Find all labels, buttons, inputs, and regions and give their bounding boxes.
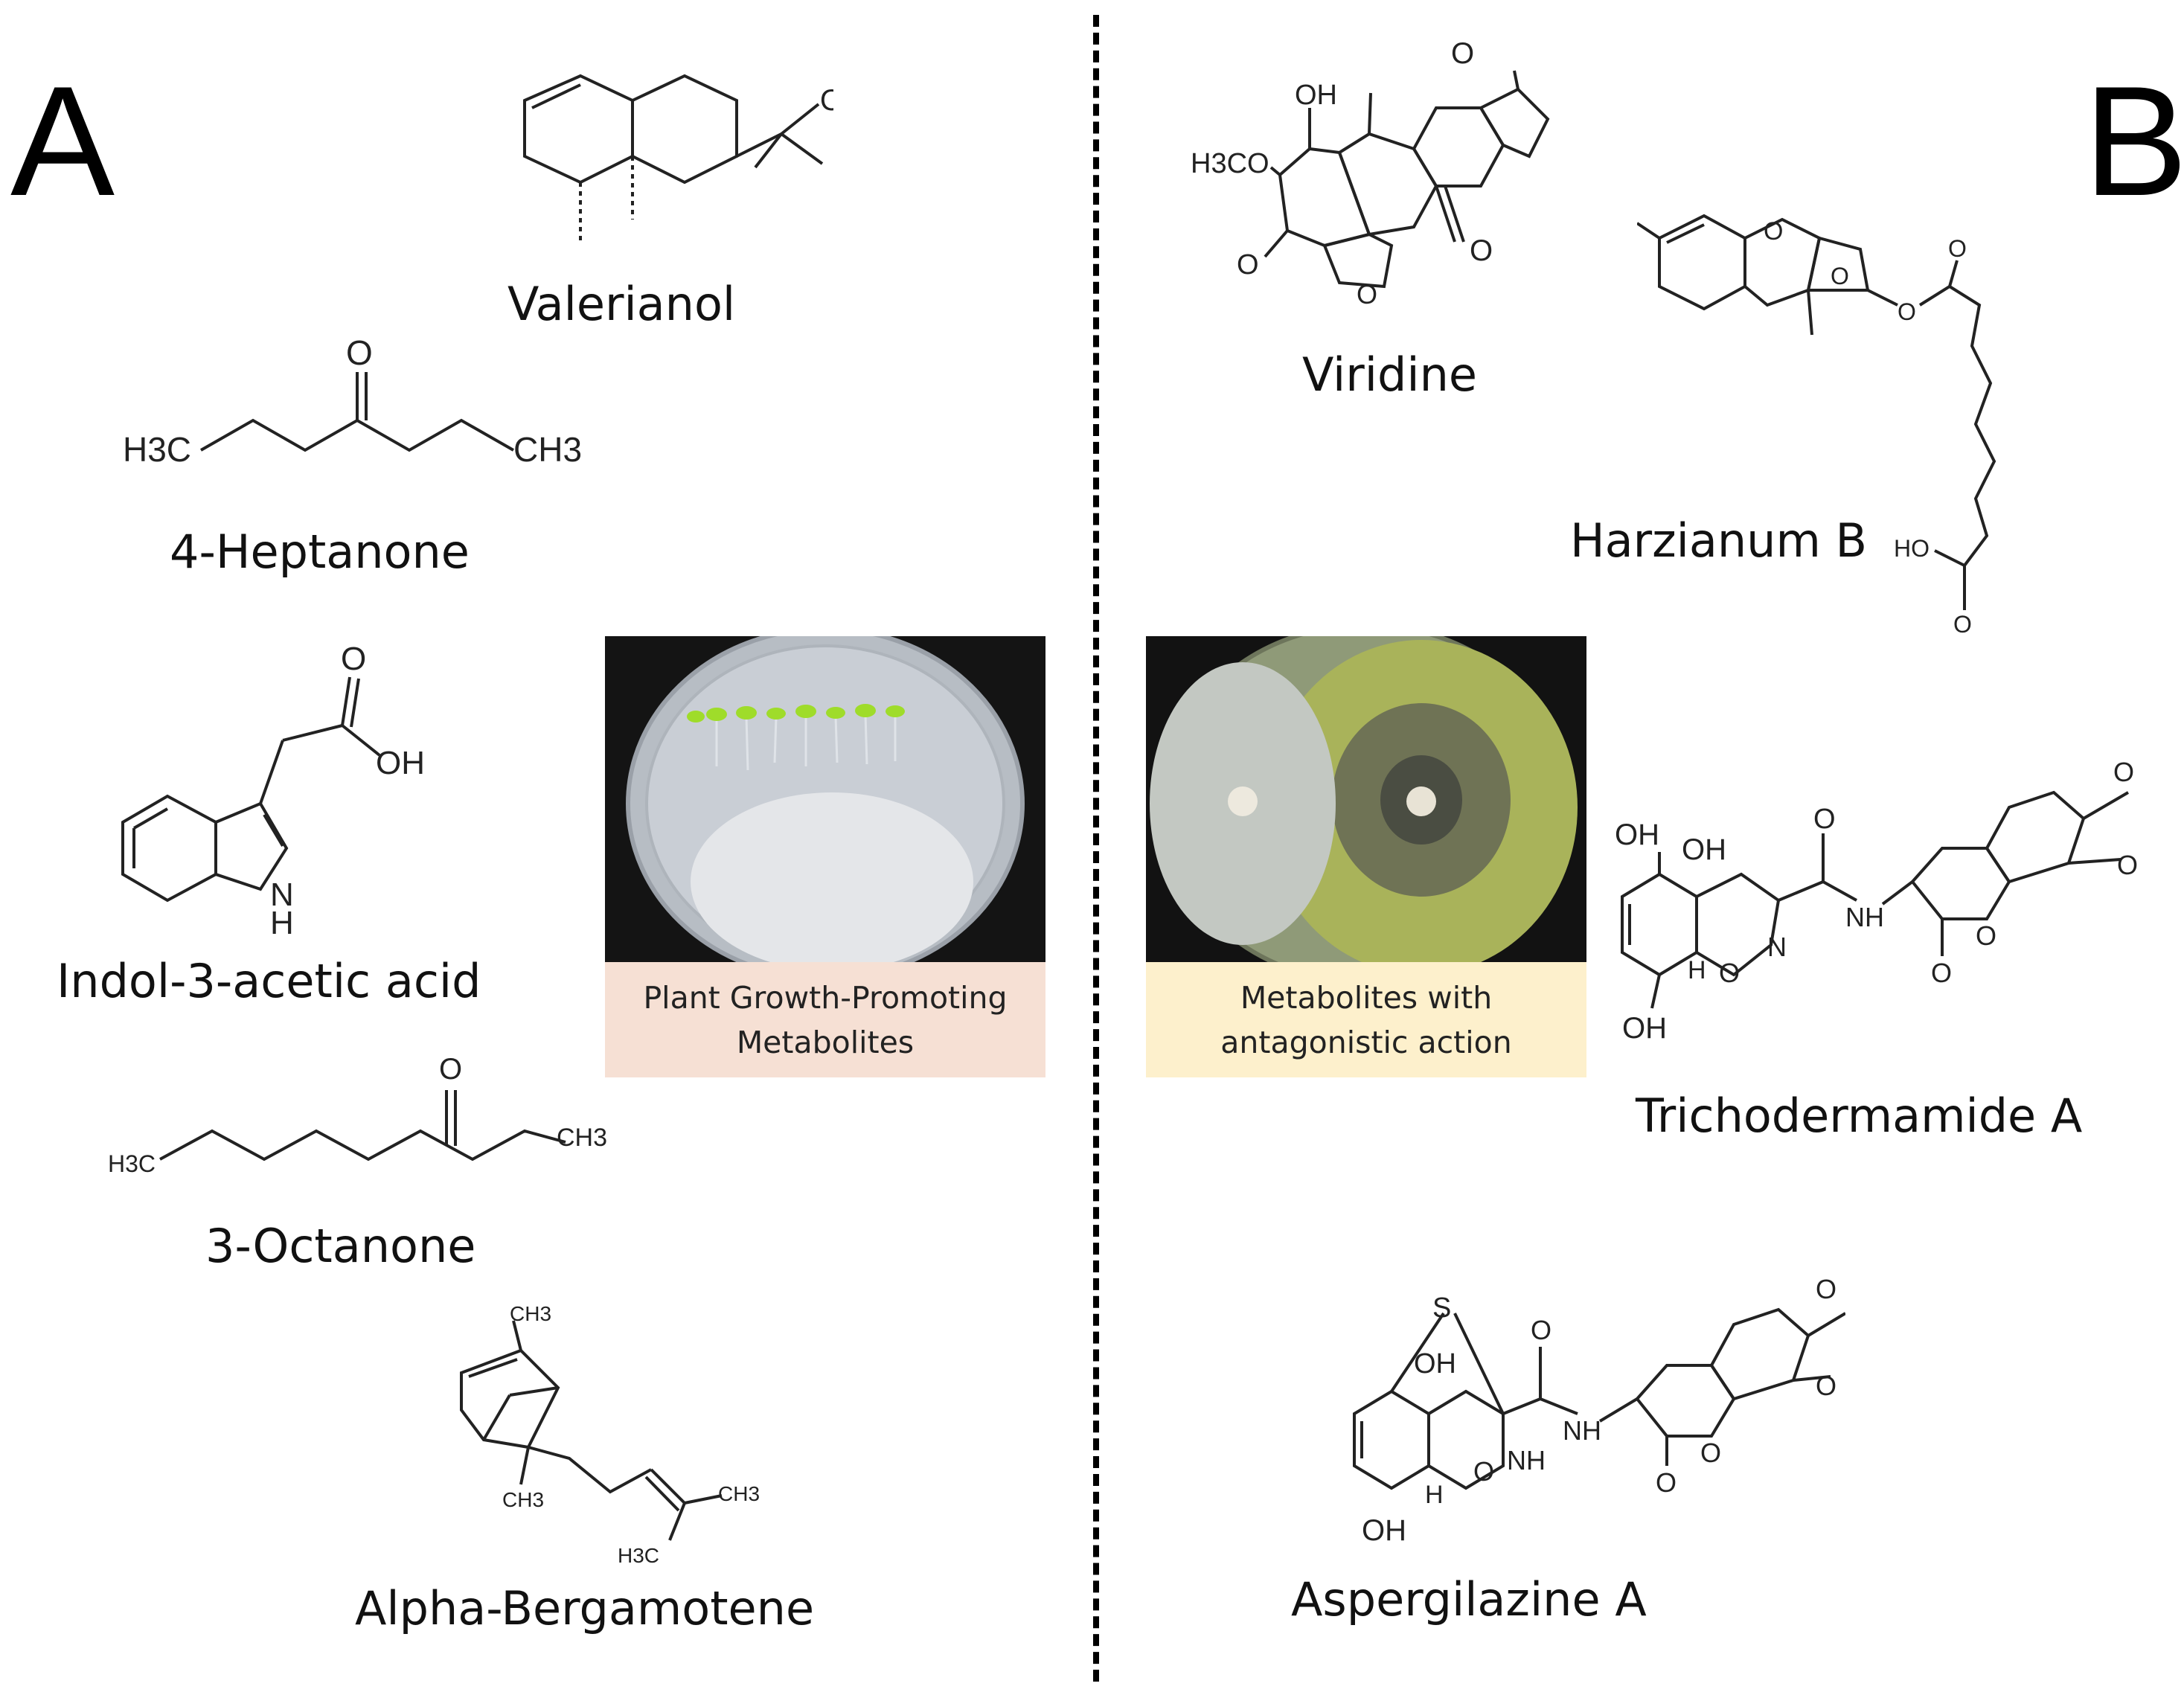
- trichodermamide-o-ring: O: [1719, 958, 1740, 988]
- bergamotene-structure: CH3 CH3 CH3 H3C: [439, 1298, 766, 1574]
- octanone-label: 3-Octanone: [205, 1219, 476, 1273]
- plant-growth-caption: Plant Growth-Promoting Metabolites: [605, 962, 1045, 1077]
- valerianol-label: Valerianol: [507, 277, 736, 331]
- antagonist-caption: Metabolites with antagonistic action: [1146, 962, 1586, 1077]
- aspergilazine-o-amide: O: [1531, 1315, 1551, 1345]
- iaa-label: Indol-3-acetic acid: [57, 954, 481, 1008]
- octanone-ch3: CH3: [557, 1124, 607, 1152]
- trichodermamide-o-carbonyl: O: [1931, 958, 1952, 988]
- trichodermamide-o-lactone: O: [1976, 920, 1996, 951]
- bergamotene-ch3-top: CH3: [510, 1302, 551, 1325]
- trichodermamide-h: H: [1688, 956, 1706, 984]
- trichodermamide-label: Trichodermamide A: [1636, 1089, 2083, 1143]
- harzianum-o-bridge: O: [1764, 217, 1783, 246]
- viridine-o-ketone: O: [1470, 234, 1493, 267]
- valerianol-structure: OH: [476, 45, 833, 268]
- viridine-oh: OH: [1295, 80, 1337, 111]
- iaa-n: N: [270, 877, 294, 913]
- aspergilazine-o-methoxy2: O: [1816, 1371, 1836, 1401]
- harzianum-label: Harzianum B: [1570, 513, 1868, 568]
- panel-letter-b: B: [2084, 54, 2184, 228]
- bergamotene-h3c: H3C: [618, 1544, 659, 1567]
- panel-divider: [1093, 15, 1099, 1682]
- aspergilazine-structure: S OH O NH H OH O NH O O O O: [1325, 1191, 1845, 1563]
- antagonist-card: Metabolites with antagonistic action: [1146, 636, 1586, 1077]
- viridine-structure: O O O O H3CO OH: [1176, 30, 1592, 327]
- heptanone-structure: H3C O CH3: [119, 331, 610, 495]
- aspergilazine-h: H: [1425, 1481, 1444, 1509]
- aspergilazine-label: Aspergilazine A: [1291, 1572, 1647, 1627]
- viridine-o-top: O: [1451, 37, 1474, 70]
- iaa-structure: O OH N H: [104, 644, 461, 934]
- harzianum-o-ring: O: [1831, 263, 1849, 289]
- heptanone-h3c: H3C: [123, 430, 191, 469]
- viridine-o-left: O: [1237, 249, 1259, 281]
- aspergilazine-nh: NH: [1563, 1415, 1601, 1446]
- panel-letter-a: A: [10, 54, 115, 228]
- plant-growth-caption-line2: Metabolites: [736, 1024, 915, 1060]
- aspergilazine-s: S: [1432, 1292, 1451, 1324]
- iaa-o: O: [341, 644, 366, 677]
- aspergilazine-o-carbonyl: O: [1656, 1467, 1677, 1498]
- heptanone-o: O: [346, 333, 373, 372]
- harzianum-structure: O O O O O HO: [1637, 193, 2009, 647]
- trichodermamide-o-methoxy2: O: [2117, 850, 2138, 880]
- aspergilazine-o-ring: O: [1473, 1456, 1494, 1487]
- antagonist-photo: [1146, 636, 1586, 962]
- bergamotene-ch3-right: CH3: [718, 1482, 760, 1505]
- harzianum-o-carbonyl: O: [1948, 235, 1967, 262]
- viridine-o-furan: O: [1357, 279, 1377, 310]
- harzianum-o-acid: O: [1953, 611, 1972, 638]
- trichodermamide-o-methoxy1: O: [2113, 757, 2134, 787]
- plant-growth-card: Plant Growth-Promoting Metabolites: [605, 636, 1045, 1077]
- trichodermamide-oh-2: OH: [1682, 833, 1726, 866]
- harzianum-ho: HO: [1894, 535, 1930, 562]
- trichodermamide-nh: NH: [1845, 902, 1884, 932]
- aspergilazine-o-lactone: O: [1700, 1438, 1721, 1468]
- antagonist-caption-line2: antagonistic action: [1220, 1024, 1512, 1060]
- iaa-oh: OH: [376, 745, 425, 781]
- aspergilazine-oh-2: OH: [1362, 1514, 1406, 1547]
- heptanone-ch3: CH3: [513, 430, 582, 469]
- viridine-h3co: H3CO: [1191, 148, 1269, 179]
- trichodermamide-o-amide: O: [1813, 804, 1836, 835]
- heptanone-label: 4-Heptanone: [170, 525, 470, 579]
- bergamotene-label: Alpha-Bergamotene: [355, 1581, 815, 1635]
- harzianum-o-ester: O: [1898, 298, 1916, 325]
- iaa-h: H: [270, 905, 294, 934]
- aspergilazine-oh-1: OH: [1414, 1348, 1456, 1380]
- plant-growth-caption-line1: Plant Growth-Promoting: [643, 979, 1008, 1016]
- octanone-o: O: [439, 1053, 462, 1086]
- trichodermamide-oh-1: OH: [1615, 818, 1659, 851]
- trichodermamide-structure: OH OH N O H OH O NH O O O O: [1592, 696, 2180, 1053]
- bergamotene-ch3-mid: CH3: [502, 1488, 544, 1511]
- valerianol-oh: OH: [820, 84, 833, 117]
- octanone-h3c: H3C: [108, 1150, 156, 1177]
- trichodermamide-n: N: [1767, 932, 1787, 962]
- plant-growth-photo: [605, 636, 1045, 962]
- viridine-label: Viridine: [1302, 347, 1478, 402]
- trichodermamide-oh-3: OH: [1622, 1012, 1667, 1045]
- octanone-structure: H3C O CH3: [104, 1042, 625, 1191]
- aspergilazine-o-methoxy1: O: [1816, 1274, 1836, 1304]
- aspergilazine-nh-ring: NH: [1507, 1445, 1546, 1475]
- antagonist-caption-line1: Metabolites with: [1240, 979, 1493, 1016]
